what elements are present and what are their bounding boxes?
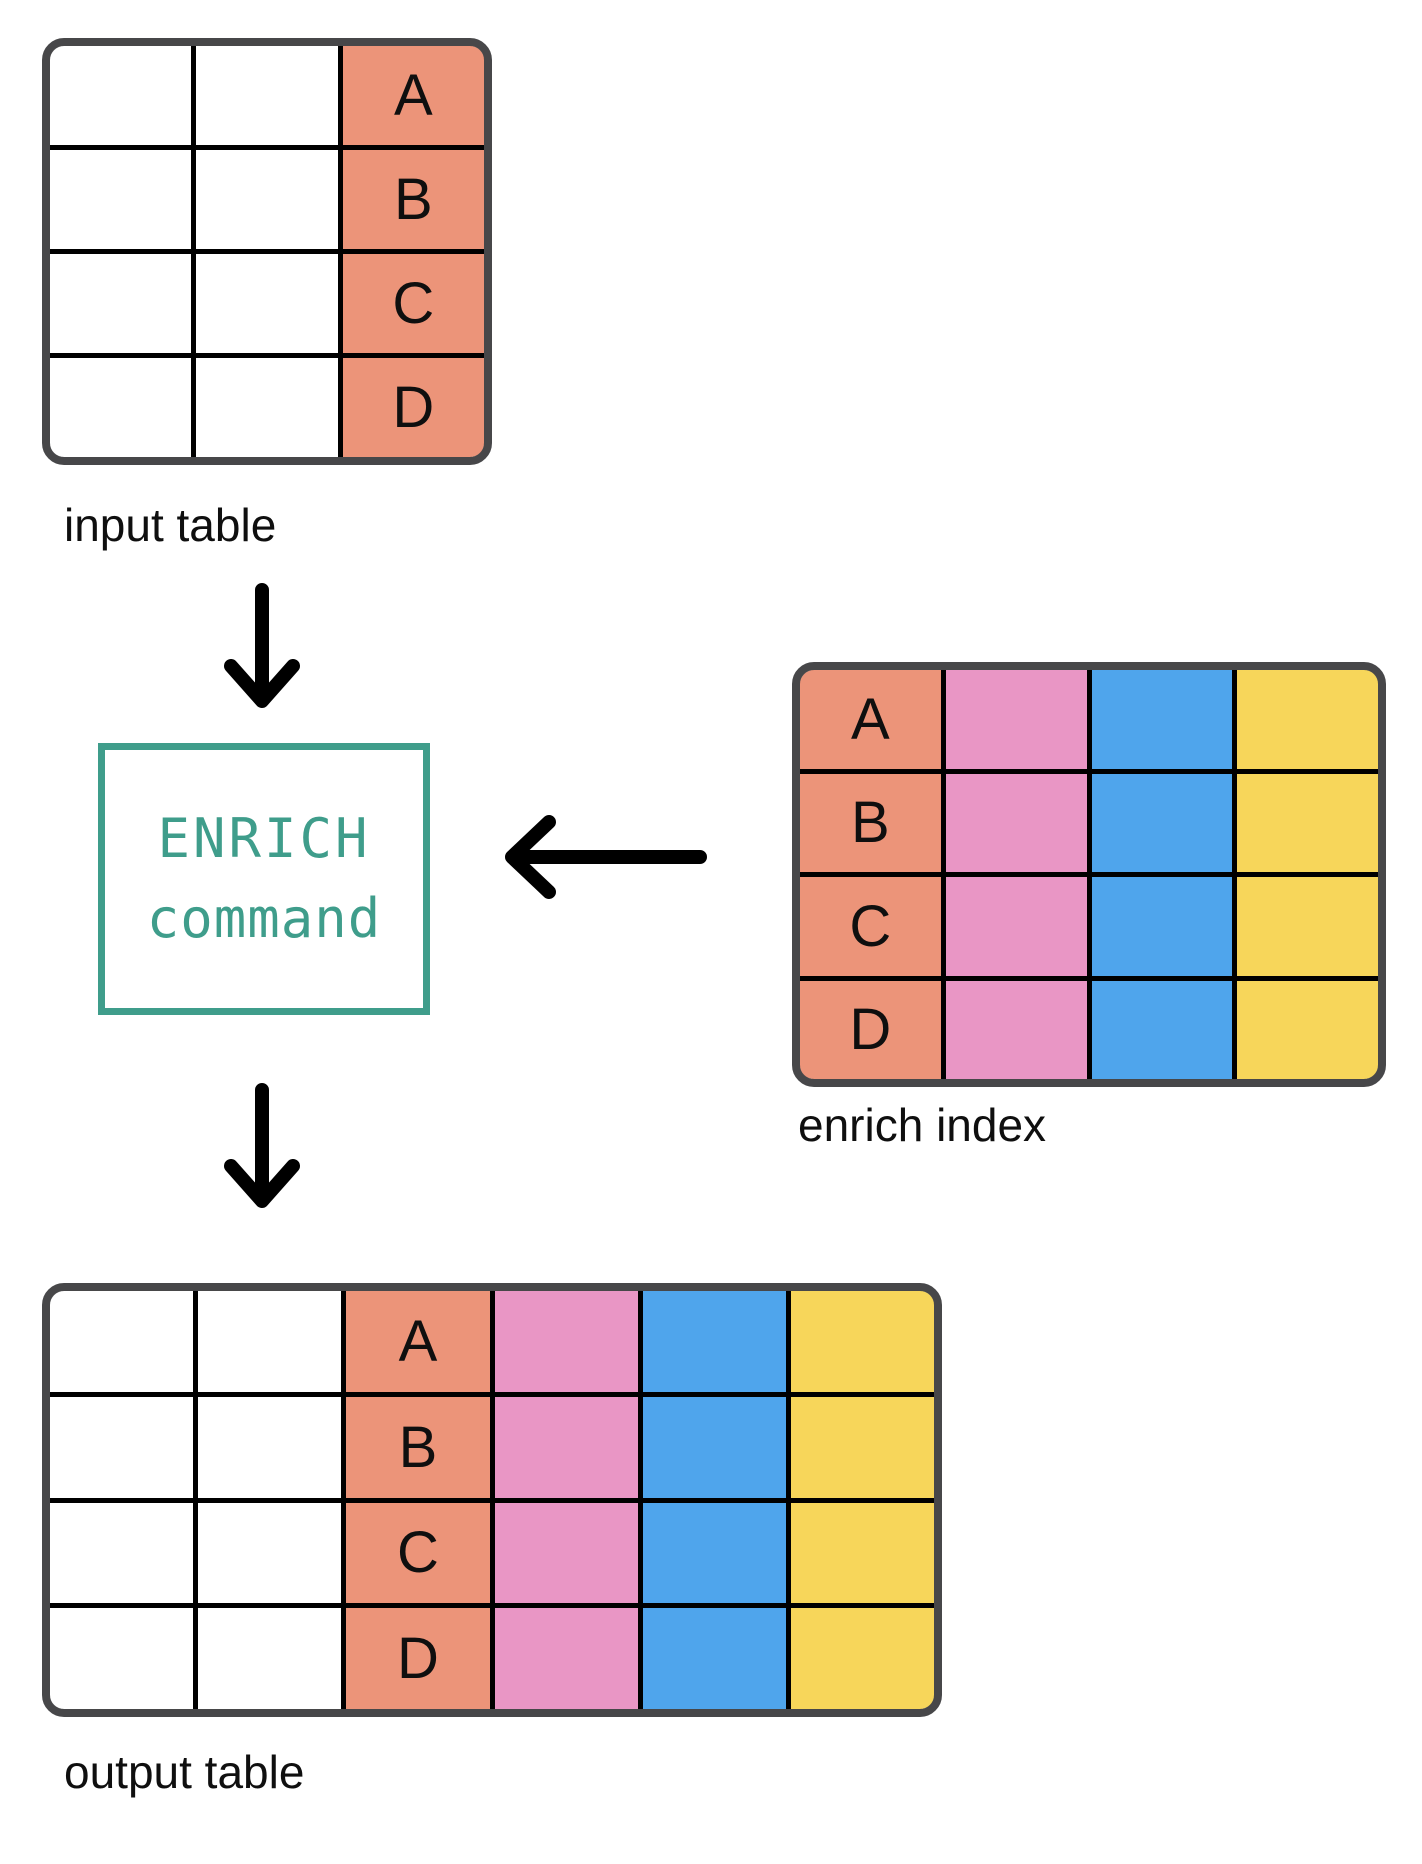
enrich-cell-r3c3 [1237, 980, 1378, 1079]
enrich-cell-r2c2 [1091, 877, 1233, 976]
enrich-cell-r0c3 [1237, 670, 1378, 769]
enrich-cell-r2c3 [1237, 877, 1378, 976]
output-cell-r2c0 [50, 1502, 194, 1604]
input-cell-r3c0 [50, 358, 192, 457]
input-table-grid: A B C D [50, 46, 484, 457]
enrich-cell-r3c1 [945, 980, 1087, 1079]
input-cell-r1c0 [50, 150, 192, 249]
input-cell-r1c2: B [342, 150, 484, 249]
output-cell-r3c3 [494, 1608, 638, 1709]
input-cell-r2c0 [50, 254, 192, 353]
enrich-cell-r2c0: C [800, 877, 941, 976]
output-cell-r3c1 [198, 1608, 342, 1709]
output-cell-r1c2: B [346, 1396, 490, 1498]
enrich-command-subtitle: command [146, 887, 382, 950]
output-cell-r0c2: A [346, 1291, 490, 1392]
enrich-index-label: enrich index [798, 1099, 1047, 1151]
output-cell-r0c3 [494, 1291, 638, 1392]
output-cell-r2c2: C [346, 1502, 490, 1604]
enrich-index-grid: A B C D [800, 670, 1378, 1079]
input-cell-r0c0 [50, 46, 192, 145]
output-cell-r3c0 [50, 1608, 194, 1709]
output-cell-r2c5 [790, 1502, 934, 1604]
enrich-cell-r0c1 [945, 670, 1087, 769]
output-table: A B C D [42, 1283, 942, 1717]
enrich-cell-r3c0: D [800, 980, 941, 1079]
output-cell-r2c1 [198, 1502, 342, 1604]
input-cell-r3c1 [196, 358, 338, 457]
output-table-grid: A B C D [50, 1291, 934, 1709]
output-cell-r3c5 [790, 1608, 934, 1709]
enrich-cell-r2c1 [945, 877, 1087, 976]
output-cell-r3c2: D [346, 1608, 490, 1709]
output-cell-r0c0 [50, 1291, 194, 1392]
arrow-down-command-to-output-icon [224, 1083, 300, 1208]
input-table: A B C D [42, 38, 492, 465]
output-cell-r1c4 [642, 1396, 786, 1498]
output-cell-r0c1 [198, 1291, 342, 1392]
output-cell-r1c3 [494, 1396, 638, 1498]
enrich-index-table: A B C D [792, 662, 1386, 1087]
output-cell-r1c5 [790, 1396, 934, 1498]
input-cell-r2c2: C [342, 254, 484, 353]
enrich-cell-r0c0: A [800, 670, 941, 769]
enrich-cell-r1c3 [1237, 773, 1378, 872]
output-cell-r1c0 [50, 1396, 194, 1498]
enrich-command-title: ENRICH [157, 807, 371, 870]
input-cell-r2c1 [196, 254, 338, 353]
input-table-label: input table [64, 499, 277, 551]
enrich-cell-r3c2 [1091, 980, 1233, 1079]
output-cell-r2c3 [494, 1502, 638, 1604]
output-cell-r1c1 [198, 1396, 342, 1498]
arrow-left-index-to-command-icon [505, 815, 707, 899]
input-cell-r3c2: D [342, 358, 484, 457]
input-cell-r0c1 [196, 46, 338, 145]
input-cell-r1c1 [196, 150, 338, 249]
output-cell-r2c4 [642, 1502, 786, 1604]
arrow-down-input-to-command-icon [224, 583, 300, 708]
output-cell-r0c5 [790, 1291, 934, 1392]
output-cell-r3c4 [642, 1608, 786, 1709]
enrich-cell-r0c2 [1091, 670, 1233, 769]
input-cell-r0c2: A [342, 46, 484, 145]
enrich-command-box: ENRICH command [98, 743, 430, 1015]
enrich-cell-r1c2 [1091, 773, 1233, 872]
output-table-label: output table [64, 1746, 305, 1798]
enrich-cell-r1c1 [945, 773, 1087, 872]
enrich-cell-r1c0: B [800, 773, 941, 872]
output-cell-r0c4 [642, 1291, 786, 1392]
